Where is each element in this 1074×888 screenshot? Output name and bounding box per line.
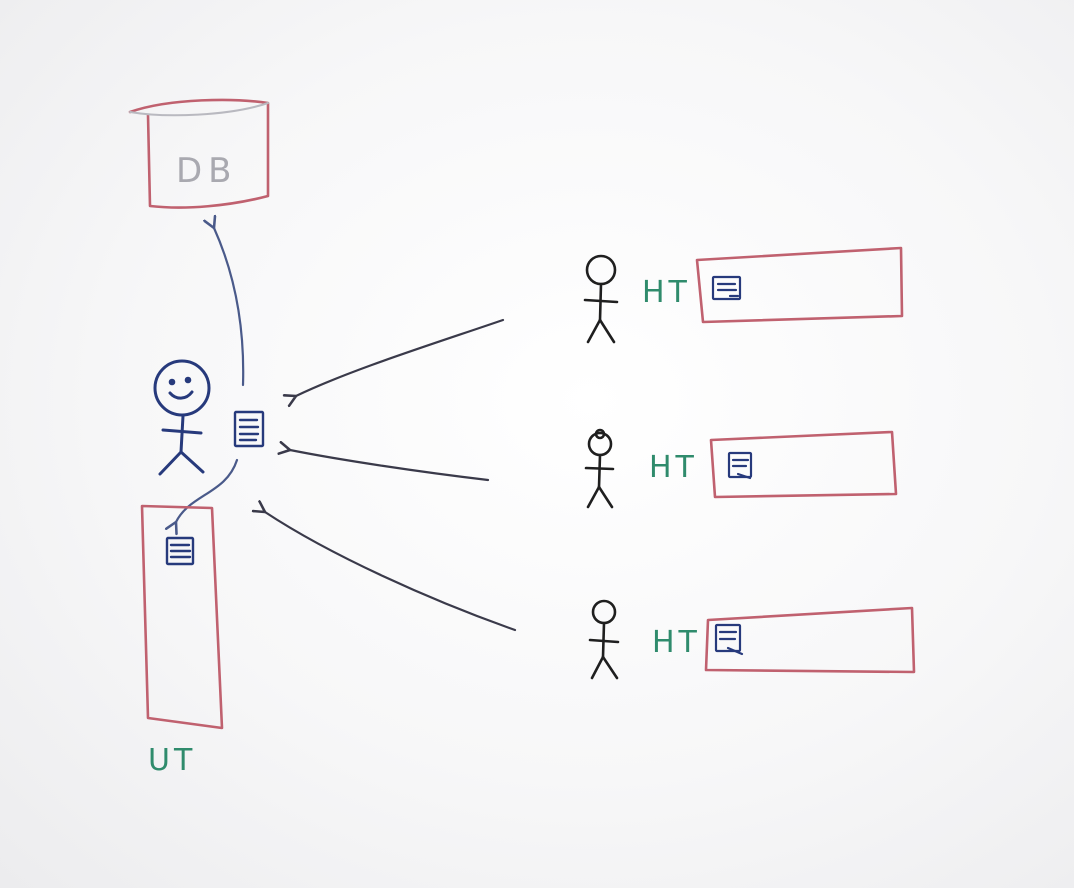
host-1-document-icon — [711, 275, 742, 301]
arrow-from-host-2 — [290, 450, 490, 482]
host-1-label: HT — [642, 275, 691, 310]
left-table-document-icon — [165, 536, 195, 566]
arrow-to-database — [214, 228, 245, 387]
arrow-from-host-1 — [296, 318, 505, 396]
host-3-table — [704, 606, 916, 674]
document-icon — [233, 410, 265, 448]
database-outline — [128, 98, 270, 209]
host-3: HT — [588, 599, 916, 680]
host-1-table — [695, 246, 904, 324]
host-2-table — [709, 430, 898, 499]
left-table-label: UT — [148, 743, 196, 778]
arrow-to-left-table — [176, 458, 239, 522]
central-person-body — [179, 414, 185, 454]
database-label: DB — [176, 151, 238, 191]
central-person-head — [153, 359, 211, 417]
host-2-document-icon — [727, 451, 753, 480]
host-2-person — [584, 428, 615, 509]
host-3-person — [588, 599, 620, 680]
host-3-document-icon — [714, 623, 744, 656]
central-person — [153, 359, 211, 476]
left-table: UT — [140, 504, 224, 778]
host-1: HT — [583, 246, 904, 344]
arrow-from-host-3 — [265, 512, 517, 632]
host-3-label: HT — [652, 625, 701, 660]
host-2: HT — [584, 428, 898, 509]
left-table-outline — [140, 504, 224, 730]
host-1-person — [583, 254, 619, 344]
database-top-edge — [129, 102, 269, 117]
host-2-label: HT — [649, 450, 698, 485]
database-node: DB — [128, 98, 270, 209]
